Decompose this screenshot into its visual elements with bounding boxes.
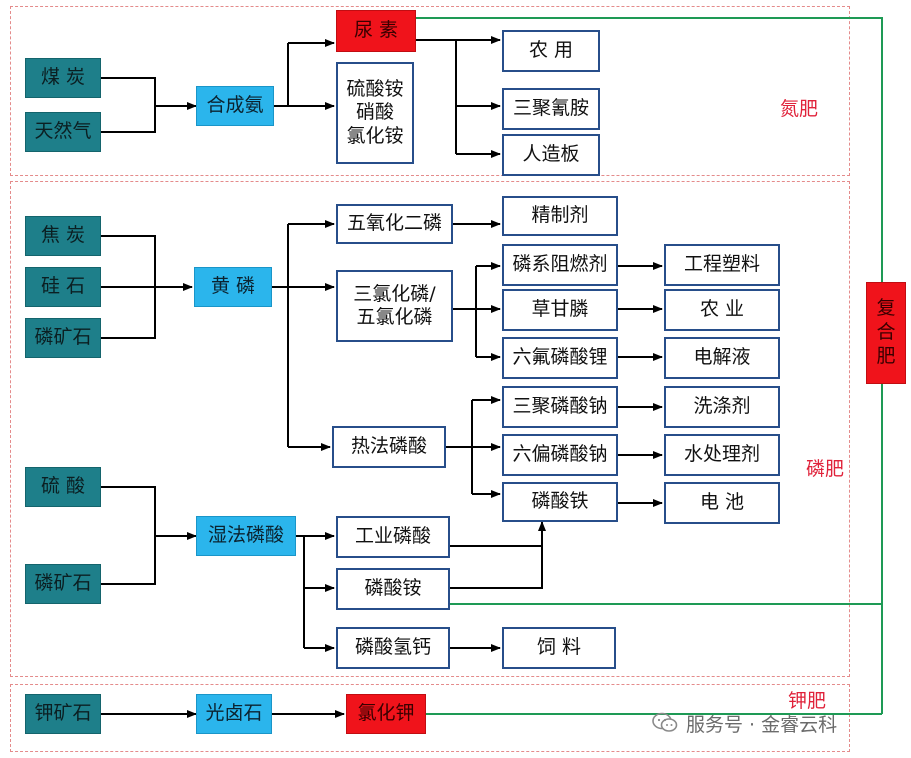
node-phosphate-rock-2: 磷矿石 bbox=[25, 564, 101, 604]
node-battery: 电 池 bbox=[664, 482, 780, 524]
node-ammonium-phosphate: 磷酸铵 bbox=[336, 568, 450, 610]
node-wet-phosphoric-acid: 湿法磷酸 bbox=[196, 516, 296, 556]
node-agriculture: 农 业 bbox=[664, 289, 780, 331]
node-coke: 焦 炭 bbox=[25, 216, 101, 256]
label-phosphate-fertilizer: 磷肥 bbox=[806, 458, 845, 480]
node-p2o5: 五氧化二磷 bbox=[336, 204, 453, 244]
node-coal: 煤 炭 bbox=[25, 58, 101, 98]
node-flame-retardant: 磷系阻燃剂 bbox=[502, 244, 618, 286]
node-phosphate-rock-1: 磷矿石 bbox=[25, 318, 101, 358]
node-thermal-phosphoric-acid: 热法磷酸 bbox=[332, 426, 446, 468]
node-synthetic-ammonia: 合成氨 bbox=[196, 86, 274, 126]
node-glyphosate: 草甘膦 bbox=[502, 289, 618, 331]
node-sodium-tripolyphosphate: 三聚磷酸钠 bbox=[502, 386, 618, 428]
region-potassium bbox=[10, 684, 850, 752]
node-refined-agent: 精制剂 bbox=[502, 196, 618, 236]
node-natural-gas: 天然气 bbox=[25, 112, 101, 152]
watermark-text: 服务号 · 金睿云科 bbox=[686, 713, 838, 736]
node-melamine: 三聚氰胺 bbox=[502, 88, 600, 130]
node-calcium-hydrogen-phosphate: 磷酸氢钙 bbox=[336, 627, 450, 669]
node-sodium-hexametaphosphate: 六偏磷酸钠 bbox=[502, 434, 618, 476]
node-detergent: 洗涤剂 bbox=[664, 386, 780, 428]
node-urea: 尿 素 bbox=[336, 10, 416, 52]
region-phosphorus bbox=[10, 181, 850, 677]
wechat-icon bbox=[652, 712, 678, 732]
node-potash-ore: 钾矿石 bbox=[25, 694, 101, 734]
node-water-treatment: 水处理剂 bbox=[664, 434, 780, 476]
node-potassium-chloride: 氯化钾 bbox=[346, 694, 426, 734]
node-compound-fertilizer: 复 合 肥 bbox=[866, 282, 906, 384]
node-electrolyte: 电解液 bbox=[664, 337, 780, 379]
node-agri-use: 农 用 bbox=[502, 30, 600, 72]
label-potash-fertilizer: 钾肥 bbox=[788, 690, 827, 712]
node-sulfuric-acid: 硫 酸 bbox=[25, 467, 101, 507]
node-carnallite: 光卤石 bbox=[196, 694, 272, 734]
node-silica: 硅 石 bbox=[25, 267, 101, 307]
region-nitrogen bbox=[10, 6, 850, 176]
node-industrial-phosphoric-acid: 工业磷酸 bbox=[336, 516, 450, 558]
node-ferric-phosphate: 磷酸铁 bbox=[502, 482, 618, 522]
node-engineering-plastics: 工程塑料 bbox=[664, 244, 780, 286]
node-lithium-hexafluorophosphate: 六氟磷酸锂 bbox=[502, 337, 618, 379]
node-board: 人造板 bbox=[502, 134, 600, 176]
watermark: 服务号 · 金睿云科 bbox=[652, 704, 892, 742]
node-yellow-phosphorus: 黄 磷 bbox=[194, 267, 272, 307]
node-feed: 饲 料 bbox=[502, 627, 616, 669]
node-phosphorus-chloride: 三氯化磷/ 五氯化磷 bbox=[336, 270, 453, 342]
label-nitrogen-fertilizer: 氮肥 bbox=[780, 98, 819, 120]
node-ammonium-group: 硫酸铵 硝酸 氯化铵 bbox=[336, 62, 414, 164]
